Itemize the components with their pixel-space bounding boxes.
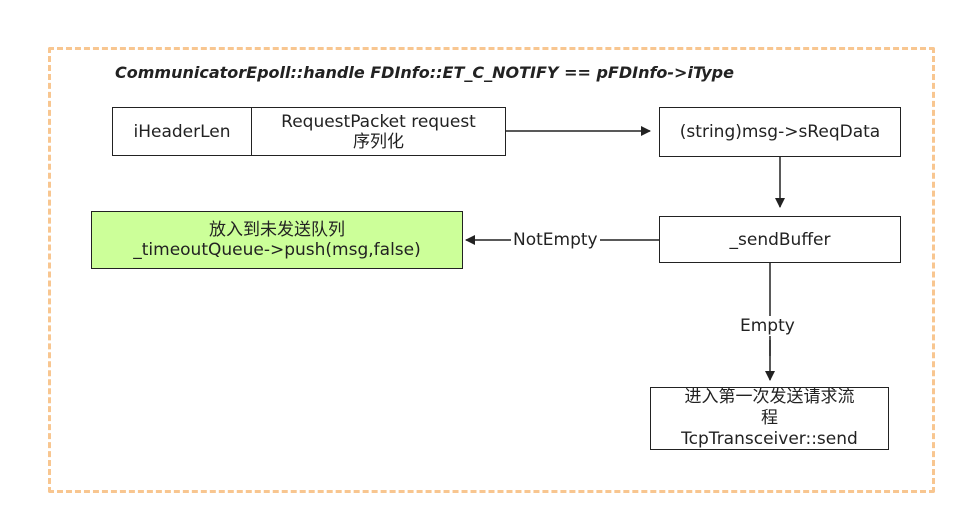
send-buffer-label: _sendBuffer: [729, 229, 831, 250]
edge-label-empty: Empty: [738, 316, 797, 336]
msg-data-label: (string)msg->sReqData: [679, 122, 881, 142]
first-send-code: TcpTransceiver::send: [681, 429, 858, 449]
timeout-queue-code: _timeoutQueue->push(msg,false): [133, 240, 421, 260]
request-packet-label: RequestPacket request: [281, 111, 476, 132]
first-send-box: 进入第一次发送请求流 程 TcpTransceiver::send: [650, 387, 889, 450]
first-send-title-2: 程: [761, 408, 778, 428]
msg-data-box: (string)msg->sReqData: [659, 107, 901, 157]
diagram-title: CommunicatorEpoll::handle FDInfo::ET_C_N…: [115, 63, 734, 82]
timeout-queue-box: 放入到未发送队列 _timeoutQueue->push(msg,false): [91, 211, 463, 269]
request-packet-cell: RequestPacket request 序列化: [252, 108, 505, 155]
timeout-queue-title: 放入到未发送队列: [209, 220, 345, 240]
send-buffer-box: _sendBuffer: [659, 216, 901, 263]
packet-box: iHeaderLen RequestPacket request 序列化: [112, 107, 506, 156]
header-len-label: iHeaderLen: [133, 121, 231, 142]
group-frame: [48, 47, 935, 493]
first-send-title-1: 进入第一次发送请求流: [684, 387, 855, 407]
header-len-cell: iHeaderLen: [113, 108, 252, 155]
edge-label-not-empty: NotEmpty: [511, 230, 600, 250]
serialize-label: 序列化: [353, 131, 404, 152]
